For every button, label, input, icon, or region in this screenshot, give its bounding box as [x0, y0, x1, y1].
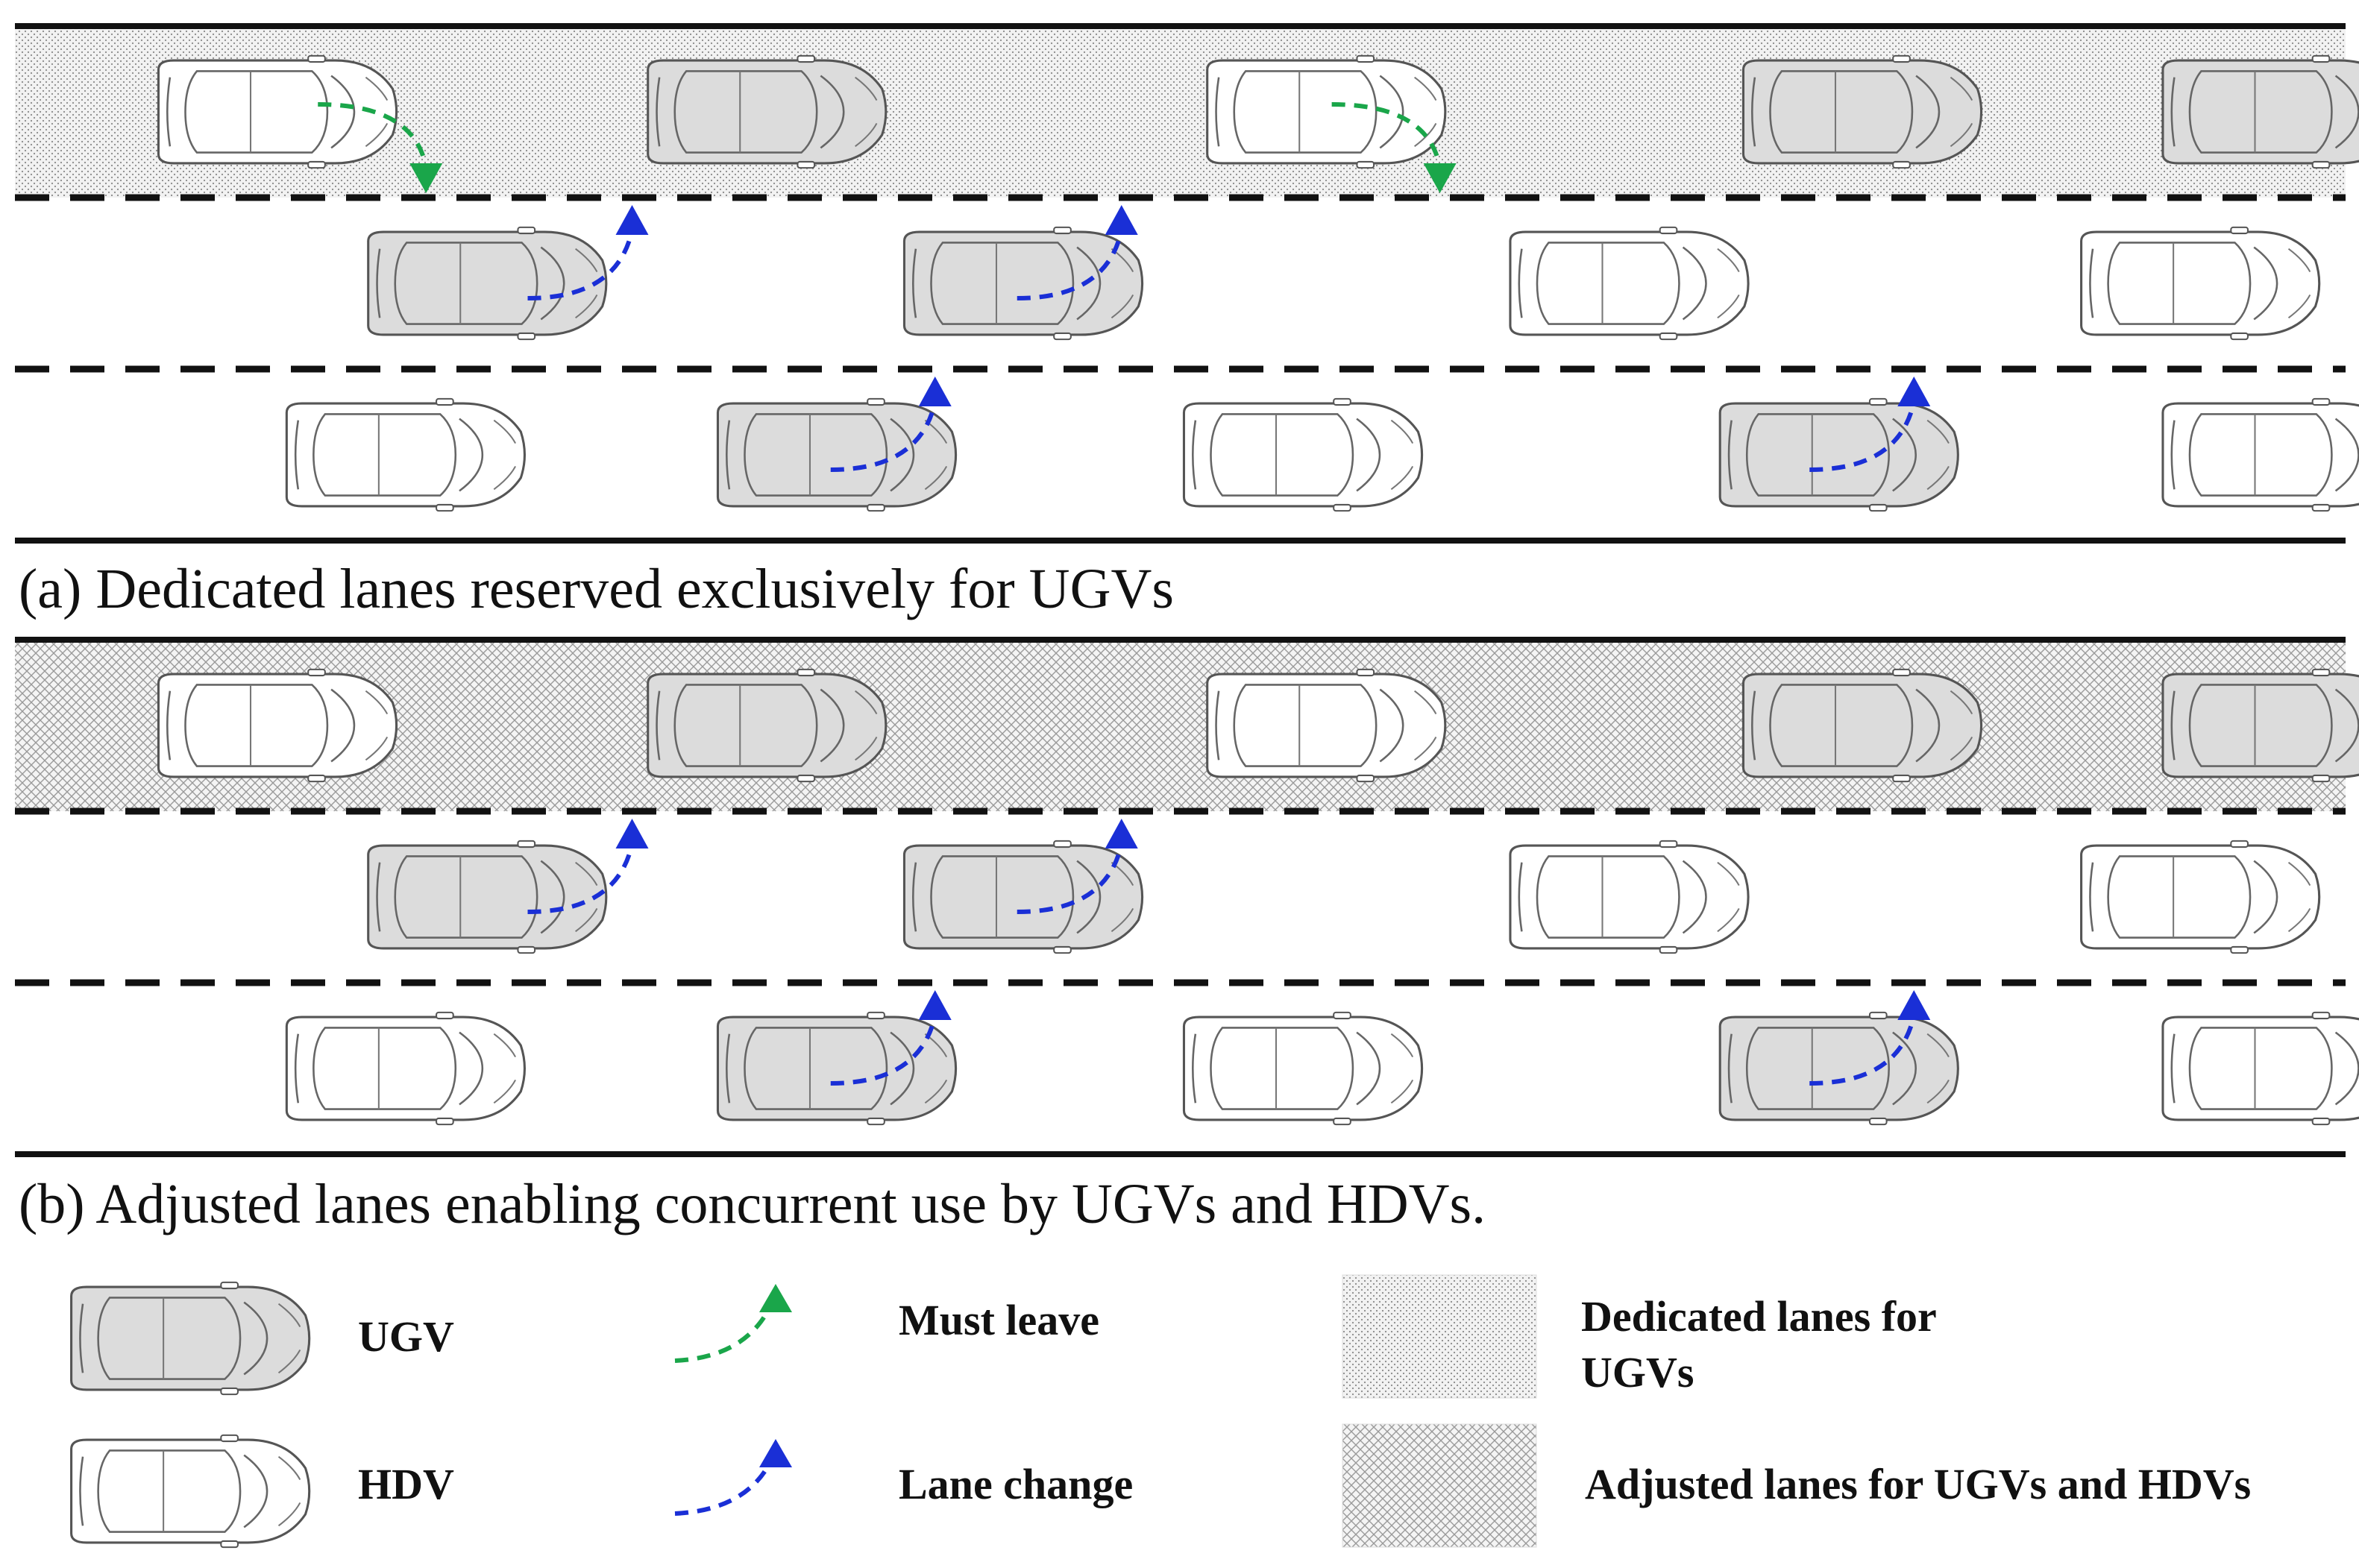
- hdv-car-icon: [285, 397, 527, 512]
- legend-lane-change-arrow-icon: [674, 1439, 792, 1516]
- lane-change-arrowhead-icon: [1897, 377, 1931, 406]
- lane-change-arrowhead-icon: [615, 819, 649, 848]
- lane-change-path: [527, 230, 635, 300]
- must-leave-arrowhead-icon: [1423, 163, 1457, 193]
- legend-dedicated-label-line1: Dedicated lanes for: [1581, 1292, 1937, 1341]
- hdv-car-icon: [2161, 397, 2359, 512]
- ugv-car-icon: [2161, 54, 2359, 169]
- hdv-car-icon: [2161, 1011, 2359, 1126]
- ugv-car-icon: [367, 226, 608, 341]
- ugv-car-icon: [902, 840, 1144, 954]
- hdv-car-icon: [2079, 840, 2321, 954]
- legend-ugv-label: UGV: [358, 1312, 454, 1361]
- hdv-car-icon: [157, 54, 398, 169]
- legend-hdv-label: HDV: [358, 1460, 454, 1508]
- legend-must-leave-arrow-icon: [674, 1284, 792, 1363]
- legend-adjusted-label: Adjusted lanes for UGVs and HDVs: [1585, 1460, 2251, 1508]
- lane-1-normal: [15, 198, 2346, 369]
- lane-change-path: [527, 843, 635, 914]
- lane-change-path: [1809, 401, 1917, 472]
- ugv-car-icon: [367, 840, 608, 954]
- lane-change-arrowhead-icon: [918, 377, 952, 406]
- lane-change-path: [830, 401, 937, 472]
- hdv-car-icon: [1509, 840, 1750, 954]
- legend-hdv-car-icon: [69, 1434, 311, 1549]
- must-leave-path: [1331, 102, 1442, 169]
- lane-change-arrowhead-icon: [1897, 990, 1931, 1020]
- hdv-car-icon: [1206, 54, 1447, 169]
- ugv-car-icon: [1718, 397, 1959, 512]
- hdv-car-icon: [1182, 1011, 1424, 1126]
- legend-must-leave-label: Must leave: [899, 1296, 1099, 1344]
- lane-change-arrowhead-icon: [1105, 819, 1138, 848]
- ugv-car-icon: [647, 668, 888, 783]
- lane-change-path: [1017, 843, 1124, 914]
- panel-b-adjusted-lanes: [15, 637, 2359, 1157]
- hdv-car-icon: [1206, 668, 1447, 783]
- must-leave-arrowhead-icon: [409, 163, 443, 193]
- ugv-car-icon: [647, 54, 888, 169]
- ugv-car-icon: [1718, 1011, 1959, 1126]
- lane-change-path: [830, 1015, 937, 1086]
- lane-change-arrowhead-icon: [1105, 205, 1138, 235]
- lane-1-normal: [15, 811, 2346, 983]
- legend: UGV HDV Must leave Lane change Dedicated…: [69, 1274, 2251, 1549]
- lane-change-path: [1809, 1015, 1917, 1086]
- panel-a-dedicated-lanes: [15, 23, 2359, 544]
- hdv-car-icon: [2079, 226, 2321, 341]
- hdv-car-icon: [1182, 397, 1424, 512]
- hdv-car-icon: [157, 668, 398, 783]
- lane-change-arrowhead-icon: [615, 205, 649, 235]
- ugv-car-icon: [716, 1011, 958, 1126]
- ugv-car-icon: [716, 397, 958, 512]
- panel-b-caption: (b) Adjusted lanes enabling concurrent u…: [19, 1173, 1486, 1235]
- legend-ugv-car-icon: [69, 1281, 311, 1396]
- ugv-car-icon: [2161, 668, 2359, 783]
- lane-change-arrowhead-icon: [918, 990, 952, 1020]
- hdv-car-icon: [285, 1011, 527, 1126]
- ugv-car-icon: [1741, 668, 1983, 783]
- must-leave-path: [318, 102, 429, 169]
- panel-a-caption: (a) Dedicated lanes reserved exclusively…: [19, 558, 1174, 620]
- hdv-car-icon: [1509, 226, 1750, 341]
- ugv-car-icon: [902, 226, 1144, 341]
- legend-dedicated-label-line2: UGVs: [1581, 1348, 1694, 1397]
- legend-lane-change-label: Lane change: [899, 1460, 1133, 1508]
- legend-dedicated-swatch: [1342, 1274, 1537, 1399]
- legend-adjusted-swatch: [1342, 1423, 1537, 1548]
- lane-change-path: [1017, 230, 1124, 300]
- ugv-car-icon: [1741, 54, 1983, 169]
